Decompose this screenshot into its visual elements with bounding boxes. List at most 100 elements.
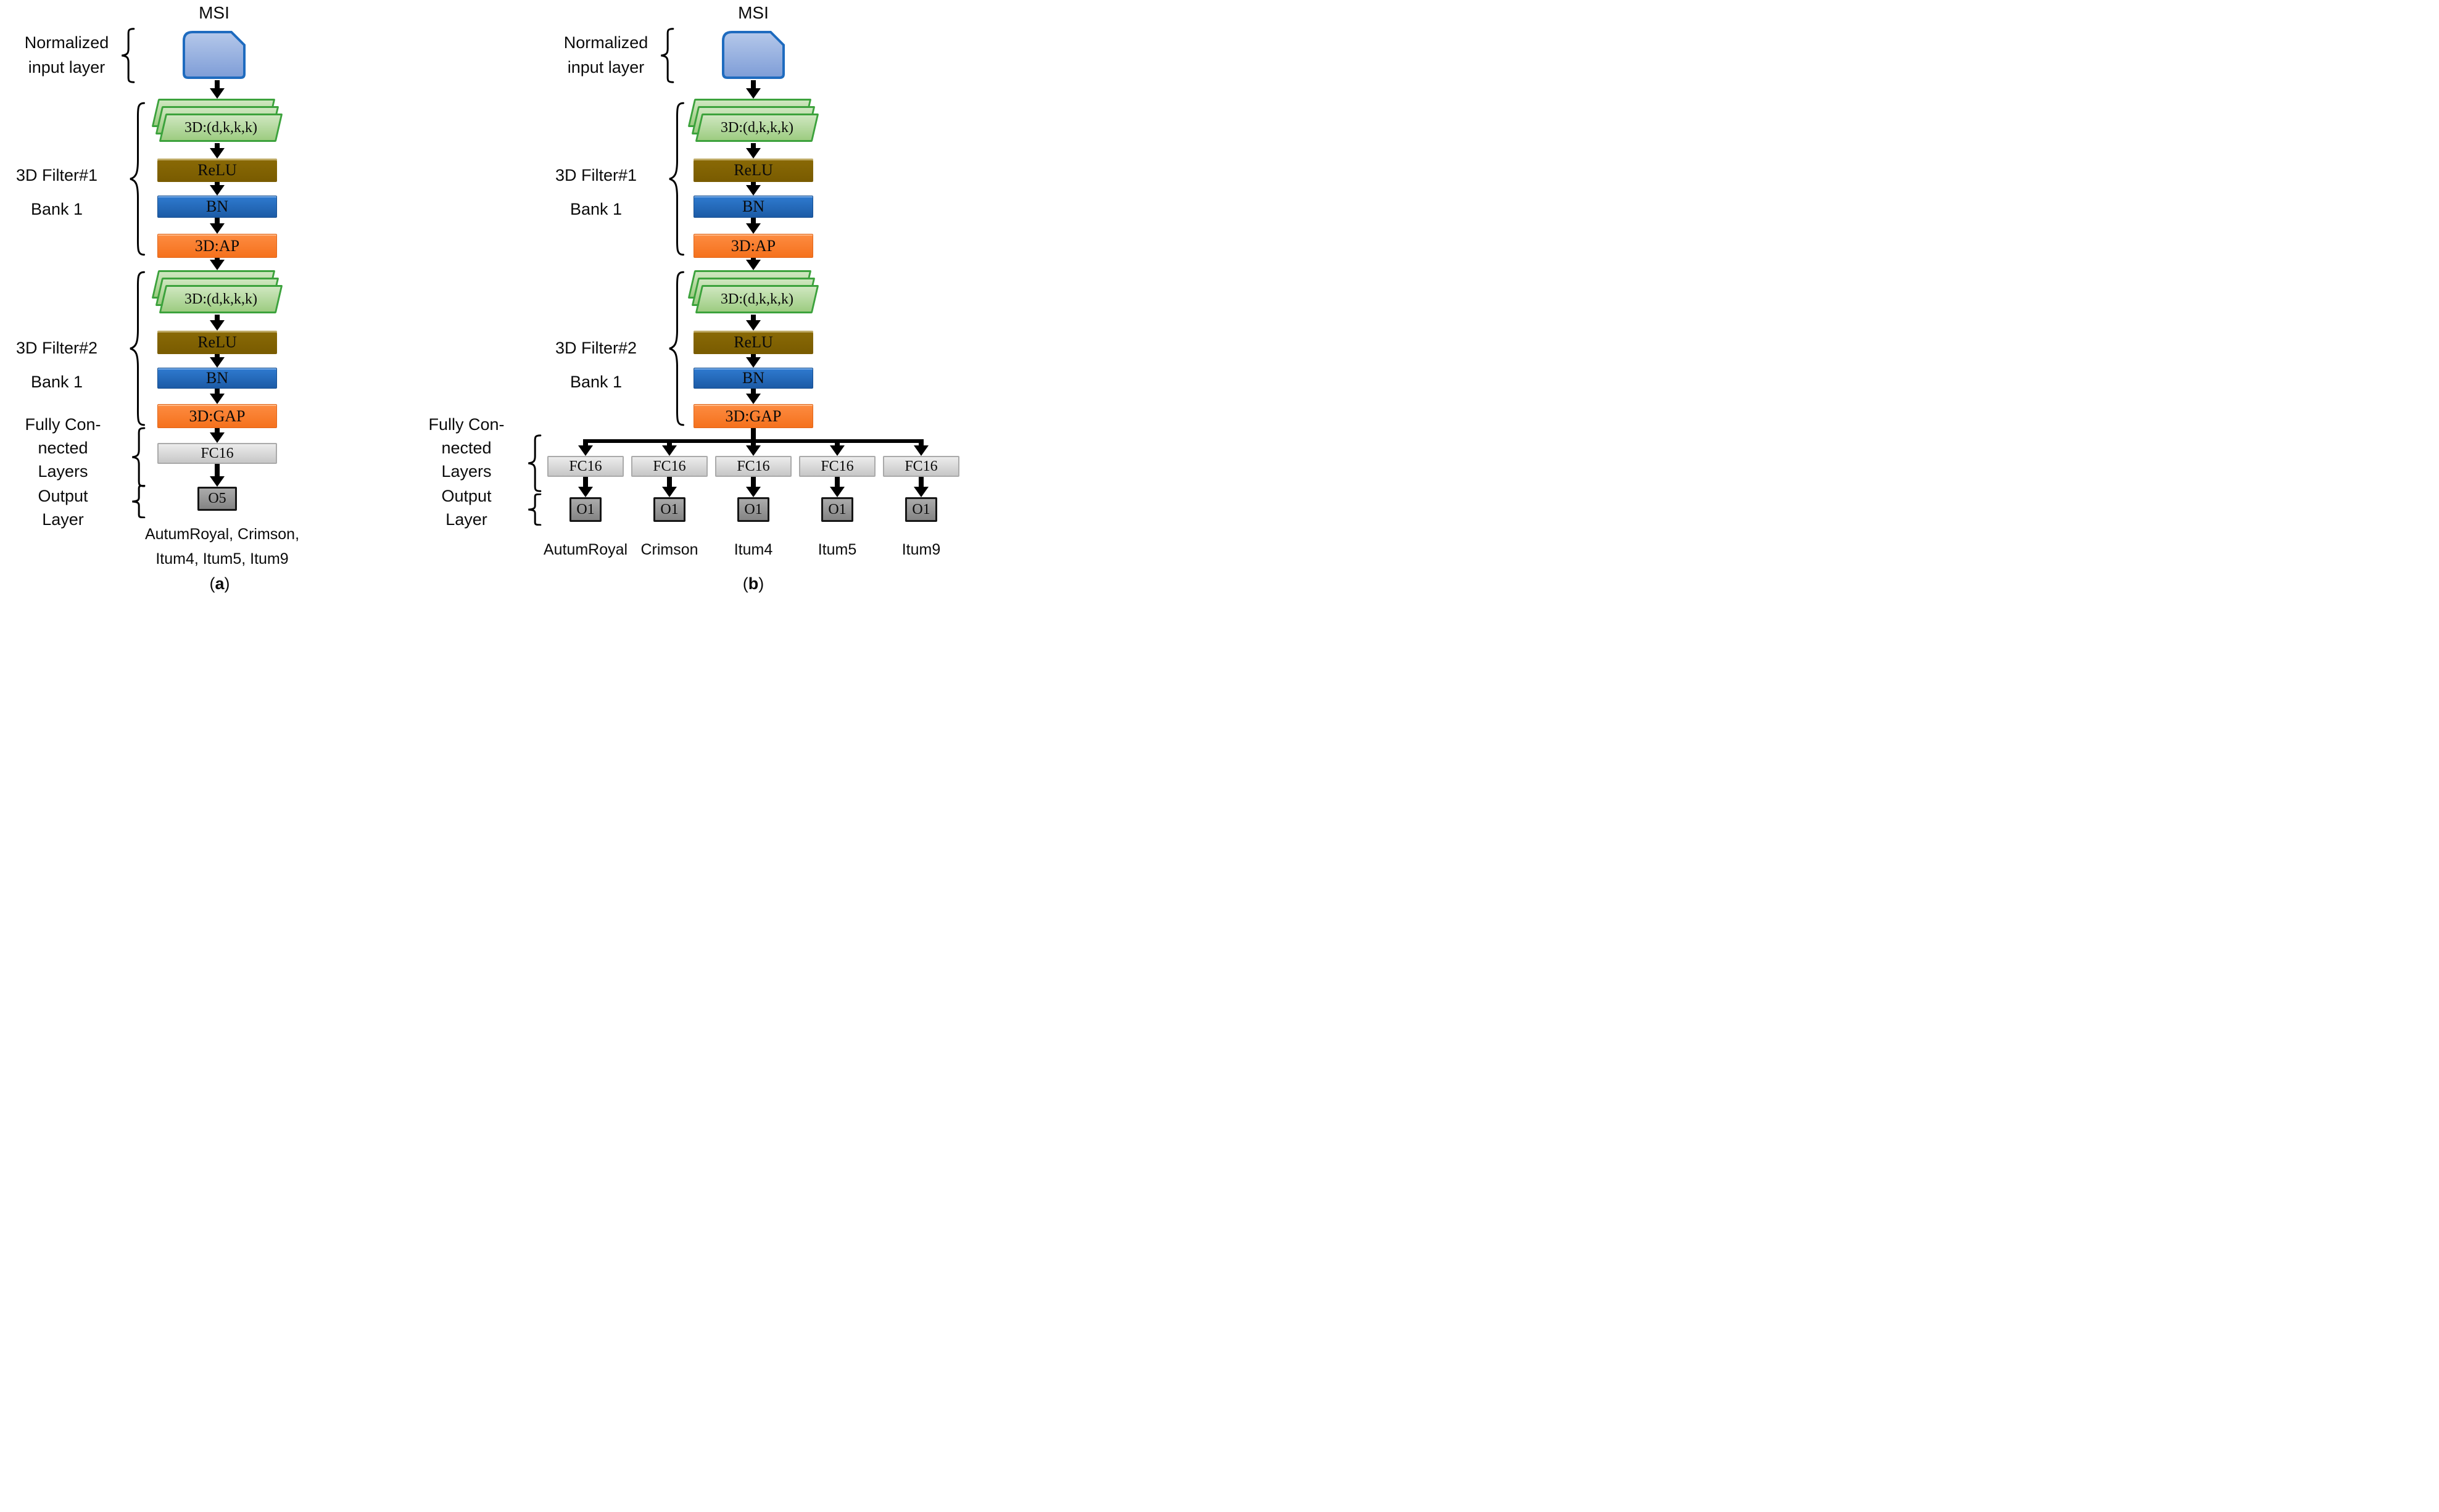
- filter-bank-label: 3D Filter#2: [555, 339, 637, 357]
- normalized-input-shape: [183, 31, 246, 79]
- panel-caption: (a): [209, 575, 230, 592]
- fc16-block: FC16: [157, 443, 277, 464]
- caption-paren: ): [758, 574, 764, 593]
- fully-connected-label: nected: [38, 439, 88, 457]
- fully-connected-label: Fully Con-: [428, 415, 505, 434]
- msi-label: MSI: [199, 3, 230, 22]
- arrow-down-icon: [210, 389, 225, 404]
- fc16-block: FC16: [883, 456, 959, 477]
- normalized-input-label: Normalized: [24, 33, 109, 52]
- output-block: O1: [905, 497, 937, 522]
- normalized-input-label: input layer: [28, 58, 106, 76]
- filter-bank-label: Bank 1: [569, 200, 623, 218]
- output-block: O1: [737, 497, 769, 522]
- relu-block: ReLU: [157, 159, 277, 182]
- architecture-figure: MSI Normalized input layer 3D:(d,k,k,k) …: [0, 0, 975, 605]
- arrow-down-icon: [914, 442, 929, 456]
- conv3d-sheet: 3D:(d,k,k,k): [695, 114, 819, 142]
- arrow-down-icon: [914, 477, 929, 497]
- brace-icon: [526, 434, 542, 492]
- output-layer-label: Output: [38, 487, 88, 505]
- arrow-down-icon: [210, 143, 225, 159]
- bn-block: BN: [694, 196, 813, 218]
- arrow-down-icon: [210, 428, 225, 443]
- conv3d-stack: 3D:(d,k,k,k): [151, 99, 287, 143]
- arrow-down-icon: [830, 477, 845, 497]
- output-layer-label: Layer: [445, 510, 487, 529]
- class-label: AutumRoyal: [543, 541, 628, 558]
- brace-icon: [666, 100, 685, 258]
- fc16-block: FC16: [715, 456, 792, 477]
- caption-letter: a: [215, 574, 225, 593]
- caption-paren: (: [209, 574, 215, 593]
- arrow-down-icon: [746, 218, 761, 234]
- filter-bank-label: 3D Filter#2: [15, 339, 98, 357]
- fully-connected-label: Fully Con-: [25, 415, 101, 434]
- arrow-down-icon: [578, 442, 593, 456]
- arrow-down-icon: [830, 442, 845, 456]
- arrow-down-icon: [210, 258, 225, 270]
- fully-connected-label: nected: [441, 439, 492, 457]
- brace-icon: [130, 485, 146, 518]
- arrow-down-icon: [746, 143, 761, 159]
- brace-icon: [666, 269, 685, 428]
- bn-block: BN: [694, 368, 813, 389]
- arrow-down-icon: [746, 389, 761, 404]
- filter-bank-label: 3D Filter#1: [555, 166, 637, 184]
- bn-block: BN: [157, 196, 277, 218]
- arrow-down-icon: [662, 442, 677, 456]
- conv3d-label: 3D:(d,k,k,k): [721, 119, 793, 136]
- conv3d-sheet: 3D:(d,k,k,k): [695, 285, 819, 313]
- arrow-down-icon: [746, 315, 761, 331]
- fanout-stub: [751, 428, 756, 442]
- output-layer-label: Layer: [42, 510, 84, 529]
- arrow-down-icon: [746, 477, 761, 497]
- caption-letter: b: [748, 574, 759, 593]
- arrow-down-icon: [746, 442, 761, 456]
- fanout-bar: [583, 439, 924, 443]
- brace-icon: [526, 494, 542, 526]
- arrow-down-icon: [578, 477, 593, 497]
- conv3d-sheet: 3D:(d,k,k,k): [159, 114, 283, 142]
- arrow-down-icon: [210, 80, 225, 99]
- arrow-down-icon: [662, 477, 677, 497]
- class-label: Itum5: [818, 541, 857, 558]
- brace-icon: [658, 28, 674, 83]
- conv3d-stack: 3D:(d,k,k,k): [151, 270, 287, 315]
- arrow-down-icon: [746, 80, 761, 99]
- class-list: Itum4, Itum5, Itum9: [155, 550, 289, 568]
- output-block: O1: [821, 497, 853, 522]
- filter-bank-label: 3D Filter#1: [15, 166, 98, 184]
- arrow-down-icon: [210, 315, 225, 331]
- class-label: Itum4: [734, 541, 773, 558]
- brace-icon: [127, 269, 146, 428]
- output-layer-label: Output: [441, 487, 492, 505]
- bn-block: BN: [157, 368, 277, 389]
- conv3d-stack: 3D:(d,k,k,k): [687, 99, 823, 143]
- caption-paren: (: [742, 574, 748, 593]
- conv3d-stack: 3D:(d,k,k,k): [687, 270, 823, 315]
- gap-block: 3D:GAP: [694, 404, 813, 428]
- arrow-down-icon: [746, 354, 761, 368]
- conv3d-label: 3D:(d,k,k,k): [184, 119, 257, 136]
- relu-block: ReLU: [694, 331, 813, 354]
- brace-icon: [127, 100, 146, 258]
- arrow-down-icon: [210, 218, 225, 234]
- msi-label: MSI: [738, 3, 769, 22]
- output-block: O1: [653, 497, 685, 522]
- fully-connected-label: Layers: [38, 462, 88, 481]
- filter-bank-label: Bank 1: [30, 373, 83, 391]
- arrow-down-icon: [210, 354, 225, 368]
- class-list: AutumRoyal, Crimson,: [144, 526, 300, 543]
- relu-block: ReLU: [157, 331, 277, 354]
- filter-bank-label: Bank 1: [30, 200, 83, 218]
- normalized-input-shape: [722, 31, 785, 79]
- output-block: O5: [197, 487, 237, 511]
- avgpool-block: 3D:AP: [694, 234, 813, 258]
- arrow-down-icon: [746, 182, 761, 196]
- conv3d-label: 3D:(d,k,k,k): [184, 291, 257, 307]
- fc16-block: FC16: [631, 456, 708, 477]
- arrow-down-icon: [210, 182, 225, 196]
- relu-block: ReLU: [694, 159, 813, 182]
- gap-block: 3D:GAP: [157, 404, 277, 428]
